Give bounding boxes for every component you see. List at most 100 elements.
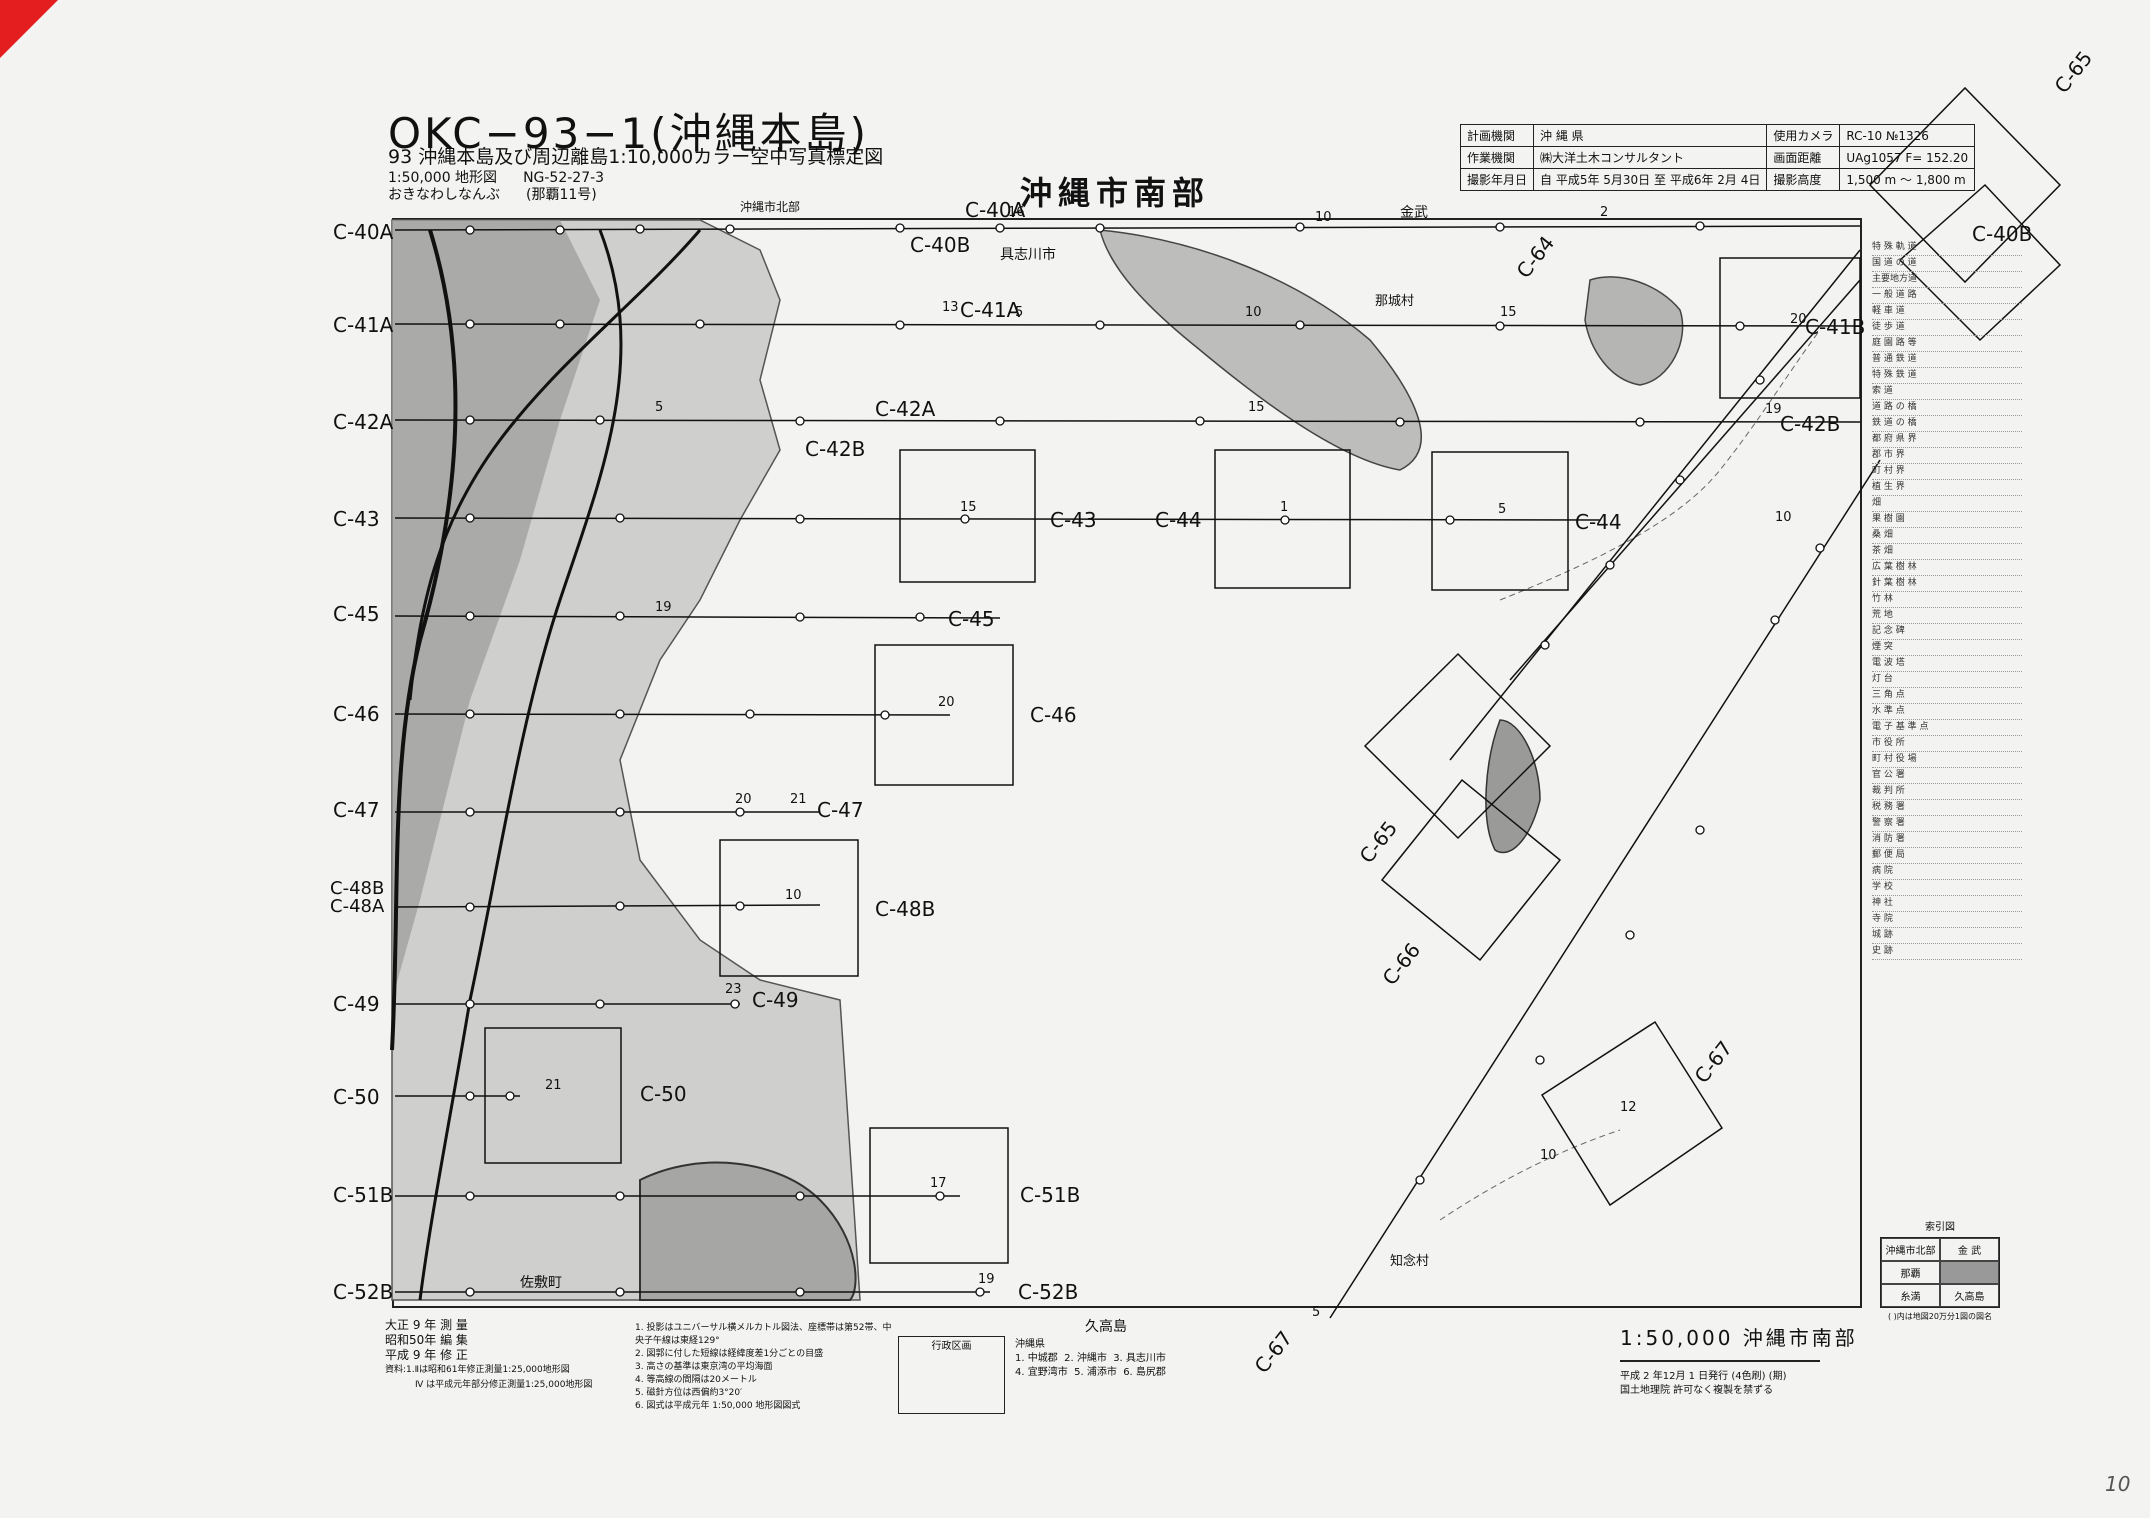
- map-number: (那覇11号): [526, 187, 597, 203]
- strip-label: C-40A: [333, 220, 394, 244]
- strip-label: C-51B: [333, 1183, 394, 1207]
- inner-strip-label: C-42B: [1780, 412, 1841, 436]
- legend-item: 針 葉 樹 林: [1872, 576, 2022, 592]
- index-cell: 金 武: [1940, 1238, 1999, 1261]
- admin-list: 沖縄県 1. 中城郡 2. 沖縄市 3. 具志川市 4. 宜野湾市 5. 浦添市…: [1015, 1338, 1166, 1380]
- inner-strip-label: C-43: [1050, 508, 1097, 532]
- legend-item: 果 樹 園: [1872, 512, 2022, 528]
- legend-item: 軽 車 道: [1872, 304, 2022, 320]
- main-road: [390, 229, 458, 1051]
- map-sheet-name: 沖縄市南部: [1020, 174, 1211, 212]
- legend-item: 税 務 署: [1872, 800, 2022, 816]
- legend-item: 都 府 県 界: [1872, 432, 2022, 448]
- legend-item: 一 般 道 路: [1872, 288, 2022, 304]
- survey-history: 大正 9 年 測 量 昭和50年 編 集 平成 9 年 修 正 資料:1.Ⅱは昭…: [385, 1318, 592, 1393]
- index-cell-current: [1940, 1261, 1999, 1284]
- published-date: 平成 2 年12月 1 日発行 (4色刷) (期): [1620, 1371, 1787, 1382]
- info-cell: 自 平成5年 5月30日 至 平成6年 2月 4日: [1533, 168, 1768, 191]
- inner-strip-label: C-41A: [960, 298, 1021, 322]
- inner-strip-label: C-48B: [875, 897, 936, 921]
- inner-strip-label: C-50: [640, 1082, 687, 1106]
- inner-strip-label: C-40B: [1972, 222, 2033, 246]
- source-line: 資料:1.Ⅱは昭和61年修正測量1:25,000地形図: [385, 1365, 570, 1375]
- photo-number: 19: [1765, 402, 1782, 417]
- inner-strip-label: C-40B: [910, 233, 971, 257]
- index-map: 索引図 沖縄市北部 金 武 那覇 糸満 久高島 ( )内は地図20万分1図の図名: [1880, 1218, 2000, 1322]
- place-name: 那城村: [1375, 294, 1415, 309]
- map-code: NG-52-27-3: [523, 170, 605, 186]
- admin-item: 5. 浦添市: [1074, 1367, 1117, 1378]
- note-line: 2. 図郭に付した短線は経緯度差1分ごとの目盛: [635, 1349, 824, 1359]
- legend-item: 植 生 界: [1872, 480, 2022, 496]
- inner-strip-label: C-45: [948, 607, 995, 631]
- info-cell: 1,500 m 〜 1,800 m: [1839, 168, 1976, 191]
- strip-label: C-43: [333, 507, 380, 531]
- survey-line: 昭和50年 編 集: [385, 1333, 468, 1347]
- photo-number: 21: [790, 792, 807, 807]
- index-title: 索引図: [1925, 1222, 1955, 1233]
- legend-item: 荒 地: [1872, 608, 2022, 624]
- map-notes: 1. 投影はユニバーサル横メルカトル図法、座標帯は第52帯、中央子午線は東経12…: [635, 1322, 895, 1413]
- info-cell: UAg1057 F= 152.20: [1839, 146, 1976, 169]
- legend-item: 郡 市 界: [1872, 448, 2022, 464]
- inner-strip-label: C-52B: [1018, 1280, 1079, 1304]
- legend-item: 城 跡: [1872, 928, 2022, 944]
- strip-label: C-50: [333, 1085, 380, 1109]
- photo-number: 10: [1775, 510, 1792, 525]
- survey-line: 平成 9 年 修 正: [385, 1348, 468, 1362]
- photo-number: 5: [1312, 1305, 1321, 1320]
- legend-item: 記 念 碑: [1872, 624, 2022, 640]
- source-line: Ⅳ は平成元年部分修正測量1:25,000地形図: [415, 1380, 593, 1390]
- inner-strip-label: C-42B: [805, 437, 866, 461]
- footer-scale-title: 1:50,000 沖縄市南部: [1620, 1326, 1858, 1350]
- inner-strip-label: C-47: [817, 798, 864, 822]
- page-number: 10: [2105, 1472, 2131, 1496]
- legend-item: 灯 台: [1872, 672, 2022, 688]
- photo-number: 17: [930, 1176, 947, 1191]
- place-name: 知念村: [1390, 1254, 1430, 1269]
- strip-label: C-46: [333, 702, 380, 726]
- info-cell: 作業機関: [1459, 146, 1535, 169]
- inner-strip-label: C-44: [1575, 510, 1622, 534]
- photo-number: 15: [1500, 305, 1517, 320]
- legend-item: 電 子 基 準 点: [1872, 720, 2022, 736]
- legend-item: 史 跡: [1872, 944, 2022, 960]
- katsuren-peninsula: [1099, 229, 1423, 471]
- strip-label: C-45: [333, 602, 380, 626]
- legend-item: 徒 歩 道: [1872, 320, 2022, 336]
- east-reef-line: [1499, 329, 1821, 601]
- admin-item: 2. 沖縄市: [1064, 1353, 1107, 1364]
- photo-number: 10: [785, 888, 802, 903]
- photo-number: 23: [725, 982, 742, 997]
- index-cell: 久高島: [1940, 1284, 1999, 1307]
- legend-item: 裁 判 所: [1872, 784, 2022, 800]
- legend-item: 水 準 点: [1872, 704, 2022, 720]
- legend-item: 消 防 署: [1872, 832, 2022, 848]
- admin-map: 行政区画: [898, 1336, 1005, 1414]
- index-cell: 沖縄市北部: [1881, 1238, 1940, 1261]
- legend-item: 広 葉 樹 林: [1872, 560, 2022, 576]
- index-cell: 糸満: [1881, 1284, 1940, 1307]
- place-name: 久高島: [1085, 1319, 1127, 1335]
- hamahiga-island: [1584, 276, 1684, 386]
- photo-number: 1: [1280, 500, 1289, 515]
- photo-number: 15: [960, 500, 977, 515]
- legend-item: 郵 便 局: [1872, 848, 2022, 864]
- inner-strip-label: C-46: [1030, 703, 1077, 727]
- inner-strip-label: C-44: [1155, 508, 1202, 532]
- legend-item: 神 社: [1872, 896, 2022, 912]
- legend-item: 茶 畑: [1872, 544, 2022, 560]
- legend-item: 町 村 界: [1872, 464, 2022, 480]
- photo-number: 2: [1600, 205, 1609, 220]
- legend-item: 道 路 の 橋: [1872, 400, 2022, 416]
- publisher: 国土地理院 許可なく複製を禁ずる: [1620, 1385, 1774, 1396]
- strip-label: C-47: [333, 798, 380, 822]
- southeast-reef-line: [1439, 1129, 1621, 1221]
- legend-item: 庭 園 路 等: [1872, 336, 2022, 352]
- place-name: 具志川市: [1000, 247, 1056, 263]
- strip-label: C-41A: [333, 313, 394, 337]
- photo-number: 10: [1540, 1148, 1557, 1163]
- photo-number: 15: [1248, 400, 1265, 415]
- inner-strip-label: C-41B: [1805, 315, 1866, 339]
